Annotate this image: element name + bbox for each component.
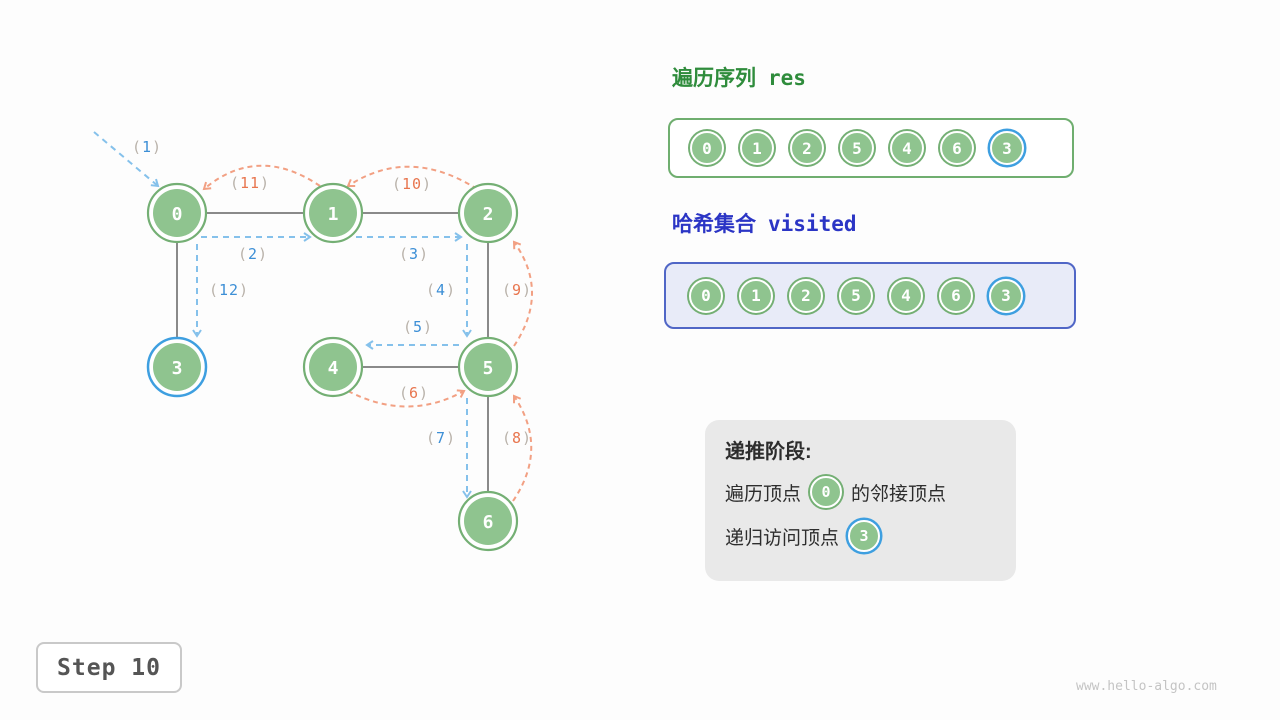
info-line-2: 递归访问顶点 3 xyxy=(725,520,996,552)
visited-item-2: 2 xyxy=(789,278,823,313)
res-item-4: 4 xyxy=(890,131,924,165)
res-title-cn: 遍历序列 xyxy=(672,67,756,90)
res-panel-title: 遍历序列 res xyxy=(672,62,806,92)
phase-title: 递推阶段: xyxy=(725,441,812,463)
res-item-0: 0 xyxy=(690,131,724,165)
step-label-11: (11) xyxy=(230,174,270,192)
step-label-1: (1) xyxy=(132,138,162,156)
step-label-2: (2) xyxy=(238,245,268,263)
step-indicator: Step 10 xyxy=(36,642,182,693)
info-line1-prefix: 遍历顶点 xyxy=(725,483,802,505)
res-item-2: 2 xyxy=(790,131,824,165)
node-1-label: 1 xyxy=(328,204,339,225)
res-item-1: 1 xyxy=(740,131,774,165)
traverse-arrow-1 xyxy=(93,131,160,188)
phase-info-box: 递推阶段: 遍历顶点 0 的邻接顶点 递归访问顶点 3 xyxy=(705,420,1016,581)
info-line1-suffix: 的邻接顶点 xyxy=(851,483,947,505)
res-item-5: 6 xyxy=(940,131,974,165)
step-label-4: (4) xyxy=(426,281,456,299)
graph-node-2: 2 xyxy=(457,182,519,244)
info-line-1: 遍历顶点 0 的邻接顶点 xyxy=(725,476,996,508)
step-label-12: (12) xyxy=(209,281,249,299)
node-0-label: 0 xyxy=(172,204,183,225)
info-line2-prefix: 递归访问顶点 xyxy=(725,527,840,549)
node-4-label: 4 xyxy=(328,358,339,379)
step-label-7: (7) xyxy=(426,429,456,447)
step-label-8: (8) xyxy=(502,429,532,447)
visited-item-6-highlighted: 3 xyxy=(989,278,1023,313)
visited-title-code: visited xyxy=(768,212,857,236)
res-title-code: res xyxy=(768,66,806,90)
res-item-6-highlighted: 3 xyxy=(990,131,1024,165)
graph-node-6: 6 xyxy=(457,490,519,552)
visited-set-box: 0 1 2 5 4 6 3 xyxy=(664,262,1076,329)
backtrack-arc-11 xyxy=(202,164,321,191)
node-3-label: 3 xyxy=(172,358,183,379)
visited-item-4: 4 xyxy=(889,278,923,313)
visited-item-3: 5 xyxy=(839,278,873,313)
visited-panel-title: 哈希集合 visited xyxy=(672,208,857,238)
step-label-6: (6) xyxy=(399,384,429,402)
graph-node-3-highlighted: 3 xyxy=(146,336,208,398)
node-5-label: 5 xyxy=(483,358,494,379)
graph-node-0: 0 xyxy=(146,182,208,244)
res-item-3: 5 xyxy=(840,131,874,165)
watermark-url: www.hello-algo.com xyxy=(1076,679,1217,694)
visited-title-cn: 哈希集合 xyxy=(672,213,756,236)
node-chip-0: 0 xyxy=(810,476,843,508)
visited-item-0: 0 xyxy=(689,278,723,313)
graph-diagram: (1) (2) (3) (4) (5) (6) (7) (8) (9) (10)… xyxy=(93,131,533,552)
visited-item-5: 6 xyxy=(939,278,973,313)
graph-node-5: 5 xyxy=(457,336,519,398)
graph-node-4: 4 xyxy=(302,336,364,398)
step-label-9: (9) xyxy=(502,281,532,299)
backtrack-arc-8 xyxy=(512,394,533,502)
backtrack-arc-10 xyxy=(346,165,478,190)
backtrack-arc-9 xyxy=(512,240,533,347)
node-chip-3-highlighted: 3 xyxy=(848,520,881,552)
step-label-3: (3) xyxy=(399,245,429,263)
graph-node-1: 1 xyxy=(302,182,364,244)
node-6-label: 6 xyxy=(483,512,494,533)
res-sequence-box: 0 1 2 5 4 6 3 xyxy=(668,118,1074,178)
step-label-5: (5) xyxy=(403,318,433,336)
node-2-label: 2 xyxy=(483,204,494,225)
visited-item-1: 1 xyxy=(739,278,773,313)
step-label-10: (10) xyxy=(392,175,432,193)
